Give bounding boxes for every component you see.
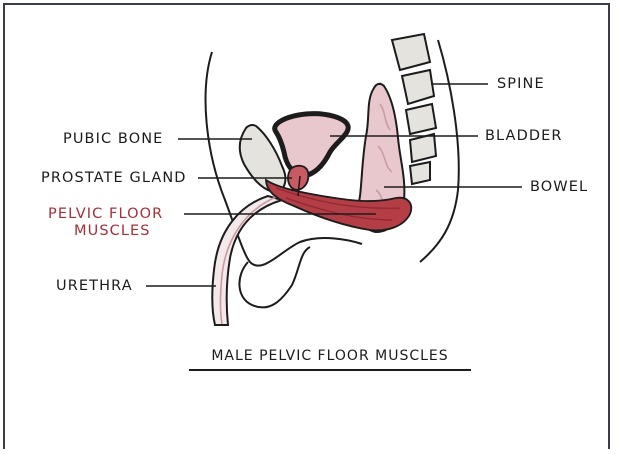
bladder-shape xyxy=(275,114,348,176)
title-underline xyxy=(189,369,471,371)
diagram-title: MALE PELVIC FLOOR MUSCLES xyxy=(192,348,468,364)
label-pubic-bone: PUBIC BONE xyxy=(63,131,163,147)
label-bladder: BLADDER xyxy=(485,128,563,144)
label-pelvic-floor-line1: PELVIC FLOOR xyxy=(48,206,163,222)
label-prostate-gland: PROSTATE GLAND xyxy=(41,170,187,186)
scrotum-outline xyxy=(239,247,310,307)
label-spine: SPINE xyxy=(497,76,545,92)
label-urethra: URETHRA xyxy=(56,278,133,294)
label-pelvic-floor-line2: MUSCLES xyxy=(74,223,151,239)
label-bowel: BOWEL xyxy=(530,179,588,195)
